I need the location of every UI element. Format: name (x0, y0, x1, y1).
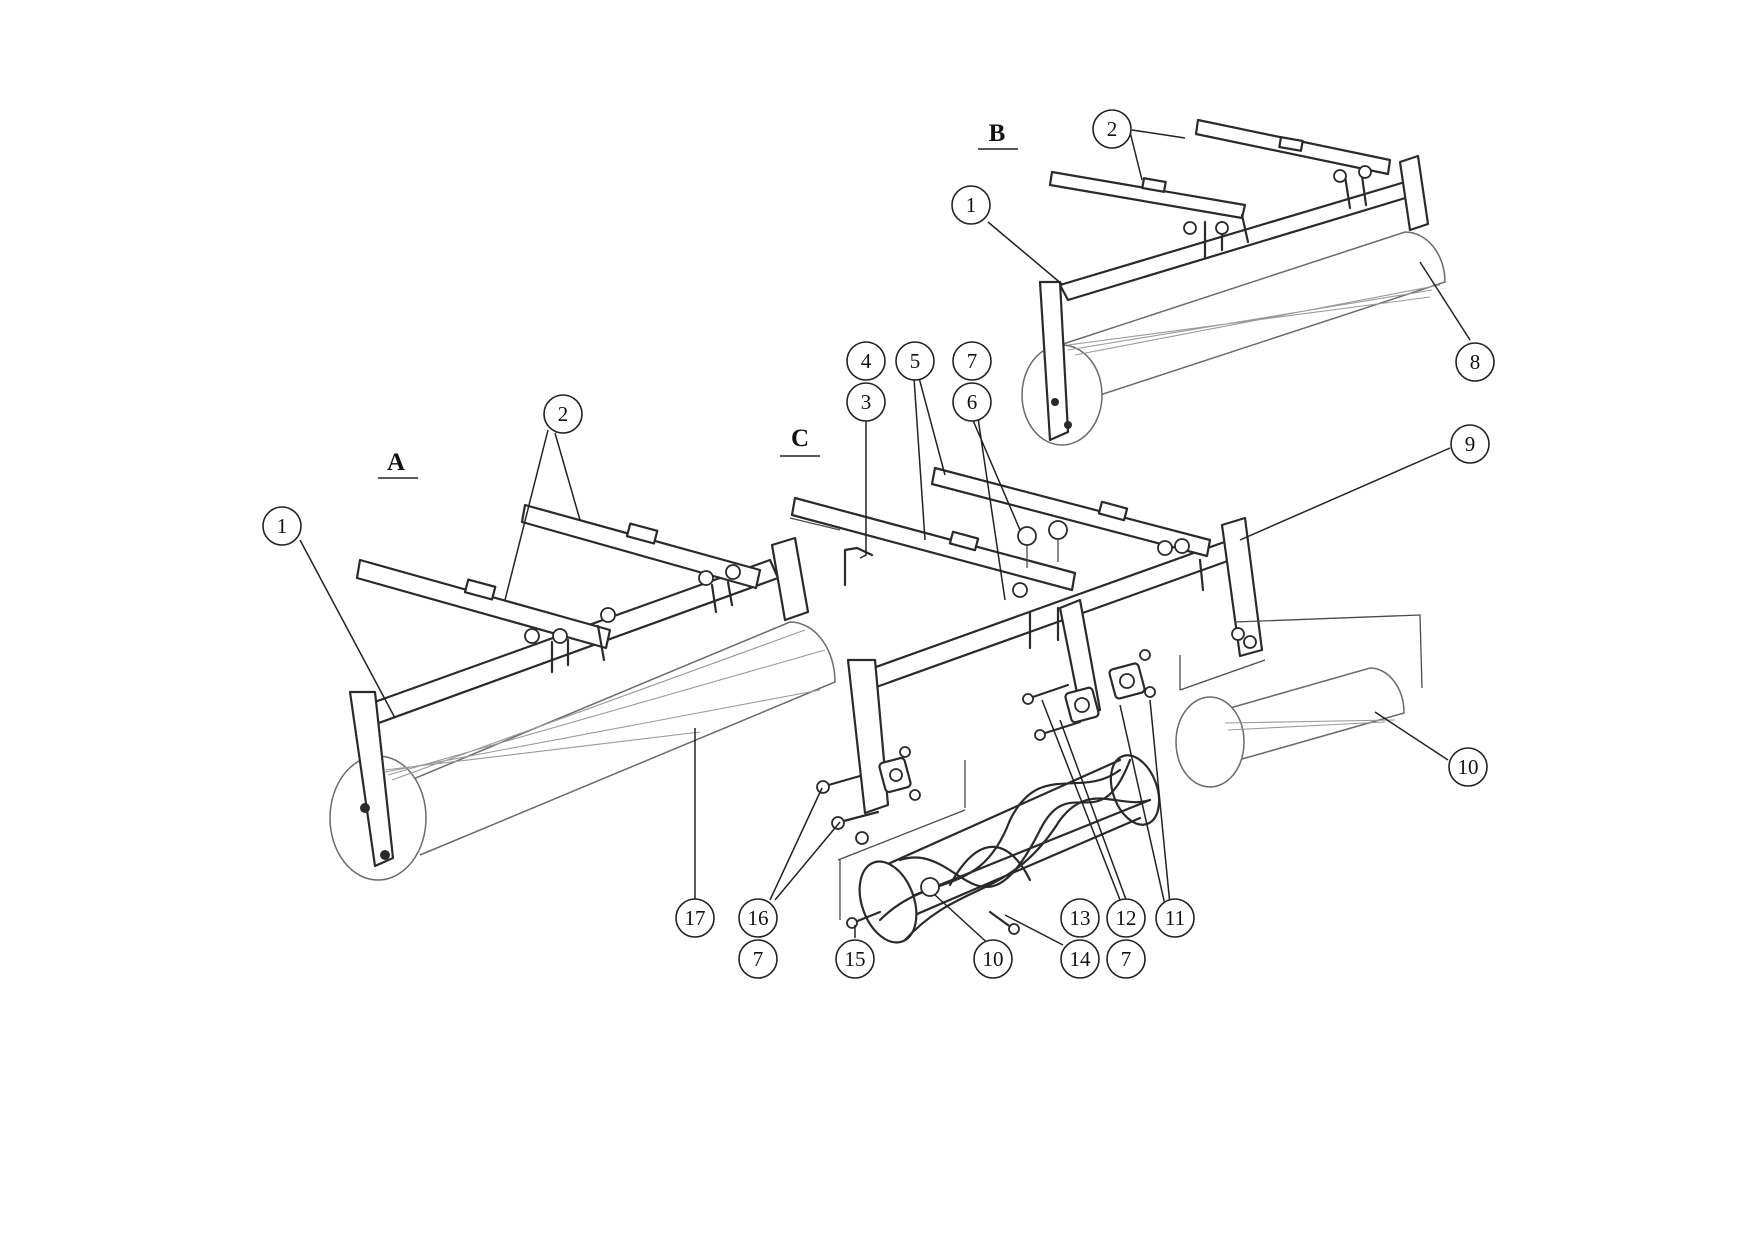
callout-c7c: 7 (1106, 939, 1146, 979)
svg-text:8: 8 (1470, 350, 1481, 374)
svg-text:7: 7 (1121, 947, 1132, 971)
svg-text:12: 12 (1116, 906, 1137, 930)
svg-text:16: 16 (748, 906, 769, 930)
callout-c9: 9 (1450, 424, 1490, 464)
callout-c12: 12 (1106, 898, 1146, 938)
svg-text:4: 4 (861, 349, 872, 373)
callout-c3: 3 (846, 382, 886, 422)
callout-b8: 8 (1455, 342, 1495, 382)
callout-c14: 14 (1060, 939, 1100, 979)
tine-bar-c-front (790, 496, 1077, 592)
bearing-housing-right (1108, 649, 1156, 700)
callout-a1: 1 (262, 506, 302, 546)
svg-text:3: 3 (861, 390, 872, 414)
bolt-12-upper (1028, 683, 1070, 700)
callout-c5: 5 (895, 341, 935, 381)
callout-c4: 4 (846, 341, 886, 381)
side-plate-b-left (1038, 280, 1070, 442)
svg-text:9: 9 (1465, 432, 1476, 456)
callout-c7b: 7 (738, 939, 778, 979)
side-plate-c-left (846, 658, 890, 815)
callout-c11: 11 (1155, 898, 1195, 938)
svg-text:5: 5 (910, 349, 921, 373)
bolt-12-lower (1040, 720, 1082, 736)
bolt-16-upper (823, 774, 862, 788)
callout-c16: 16 (738, 898, 778, 938)
cage-roller (846, 754, 1161, 944)
callout-c10b: 10 (973, 939, 1013, 979)
bearing-housing-left (878, 746, 921, 801)
view-a-assembly (329, 503, 836, 881)
svg-text:1: 1 (966, 193, 977, 217)
leader-lines (299, 129, 1471, 949)
view-label-c: C (780, 425, 820, 457)
bolt-14 (988, 910, 1014, 930)
callout-c6: 6 (952, 382, 992, 422)
callout-a2: 2 (543, 394, 583, 434)
callout-c7a: 7 (952, 341, 992, 381)
view-b-assembly (1021, 118, 1446, 446)
smooth-drum (1175, 667, 1405, 788)
roller-drum-b (1021, 231, 1446, 446)
shaft-15 (853, 910, 882, 924)
roller-drum-a (329, 621, 836, 881)
svg-text:C: C (791, 425, 809, 452)
svg-text:B: B (989, 120, 1006, 147)
side-plate-b-right (1398, 154, 1430, 232)
view-c-assembly (789, 466, 1423, 944)
svg-text:17: 17 (685, 906, 706, 930)
bearing-housing-center (1064, 686, 1100, 724)
svg-text:15: 15 (845, 947, 866, 971)
callout-c15: 15 (835, 939, 875, 979)
callout-b1: 1 (951, 185, 991, 225)
svg-text:6: 6 (967, 390, 978, 414)
svg-text:2: 2 (1107, 117, 1118, 141)
svg-text:7: 7 (753, 947, 764, 971)
bolt-16-lower (838, 810, 880, 824)
callout-b2: 2 (1092, 109, 1132, 149)
tine-bar-a-front (355, 558, 612, 650)
svg-text:A: A (387, 449, 405, 476)
callout-c10a: 10 (1448, 747, 1488, 787)
callout-c13: 13 (1060, 898, 1100, 938)
callout-a17: 17 (675, 898, 715, 938)
tine-bar-a-rear (520, 503, 762, 590)
locking-pin (843, 546, 874, 587)
svg-text:7: 7 (967, 349, 978, 373)
svg-text:10: 10 (983, 947, 1004, 971)
side-plate-a-right (770, 536, 810, 622)
svg-text:11: 11 (1165, 906, 1185, 930)
view-label-b: B (978, 120, 1018, 150)
svg-text:13: 13 (1070, 906, 1091, 930)
view-label-a: A (378, 449, 418, 479)
svg-text:14: 14 (1070, 947, 1092, 971)
svg-text:1: 1 (277, 514, 288, 538)
svg-text:2: 2 (558, 402, 569, 426)
svg-text:10: 10 (1458, 755, 1479, 779)
